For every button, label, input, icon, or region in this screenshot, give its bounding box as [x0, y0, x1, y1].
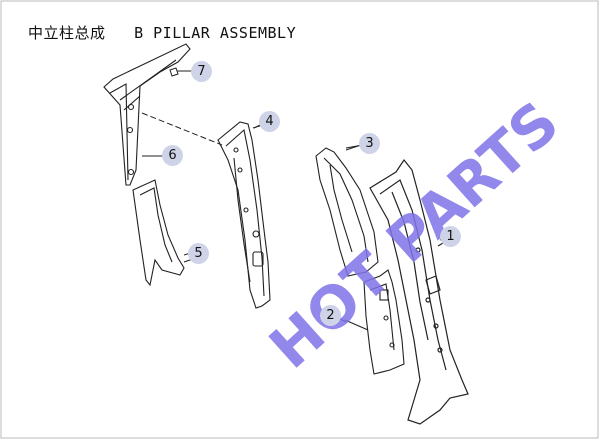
part-5-lower-trim: [132, 179, 197, 287]
callout-2: 2: [320, 305, 341, 326]
callout-5: 5: [188, 243, 209, 264]
callout-1: 1: [440, 226, 461, 247]
part-2-lower-bracket: [344, 269, 405, 375]
dashed-guide-line: [141, 112, 223, 146]
part-1-outer-pillar: [369, 158, 469, 425]
callout-4: 4: [259, 111, 280, 132]
part-4-reinforcement: [217, 121, 271, 309]
part-7-clip: [169, 67, 190, 77]
callout-7: 7: [191, 61, 212, 82]
callout-3: 3: [359, 133, 380, 154]
part-6-upper-trim: [103, 43, 191, 186]
callout-6: 6: [162, 145, 183, 166]
diagram-title: 中立柱总成 B PILLAR ASSEMBLY: [28, 24, 297, 42]
